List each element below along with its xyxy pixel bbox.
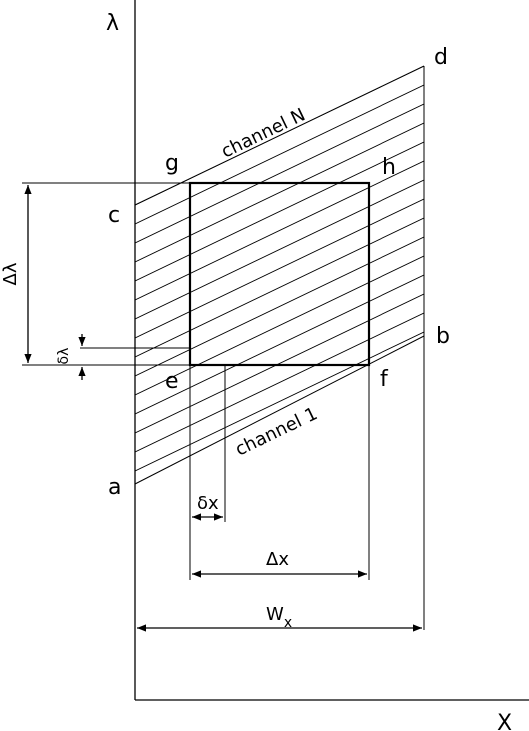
- point-label-d: d: [434, 45, 448, 70]
- point-label-h: h: [382, 155, 396, 180]
- channel-hatch-line: [135, 214, 424, 360]
- channel-hatch-line: [135, 328, 424, 474]
- channel-hatch-line: [135, 233, 424, 379]
- channel-hatch-line: [135, 309, 424, 455]
- channel-n-label: channel N: [218, 104, 309, 162]
- x-axis-label: X: [497, 711, 512, 731]
- delta-x-label: Δx: [266, 549, 289, 570]
- detector-square: [188, 181, 371, 367]
- w-x-main: W: [266, 604, 284, 625]
- channel-hatch-line: [135, 66, 424, 170]
- channel-hatch-line: [135, 252, 424, 398]
- w-x-subscript: x: [284, 615, 292, 631]
- channel-hatch-line: [135, 385, 424, 484]
- point-label-e: e: [165, 369, 179, 394]
- channel-hatch-line: [135, 138, 424, 284]
- point-label-g: g: [165, 151, 179, 176]
- lambda-axis-label: λ: [106, 11, 119, 36]
- channel-1-edge: [134, 335, 425, 485]
- delta-lambda-label: Δλ: [0, 262, 21, 285]
- channel-hatch-line: [135, 157, 424, 303]
- channel-hatch-line: [135, 119, 424, 265]
- point-label-b: b: [436, 324, 450, 349]
- channel-hatch-line: [135, 271, 424, 417]
- small-delta-lambda-label: δλ: [56, 348, 72, 365]
- channel-n-edge: [134, 65, 425, 206]
- point-label-f: f: [380, 367, 389, 392]
- small-delta-x-label: δx: [197, 493, 219, 514]
- channel-hatch-line: [135, 176, 424, 322]
- channel-hatch-line: [135, 290, 424, 436]
- channel-hatch-line: [135, 100, 424, 246]
- channel-hatching: [135, 66, 424, 484]
- channel-hatch-line: [135, 195, 424, 341]
- channel-hatch-line: [135, 81, 424, 227]
- point-label-a: a: [108, 475, 121, 500]
- w-x-label: Wx: [266, 604, 292, 631]
- point-label-c: c: [108, 203, 120, 228]
